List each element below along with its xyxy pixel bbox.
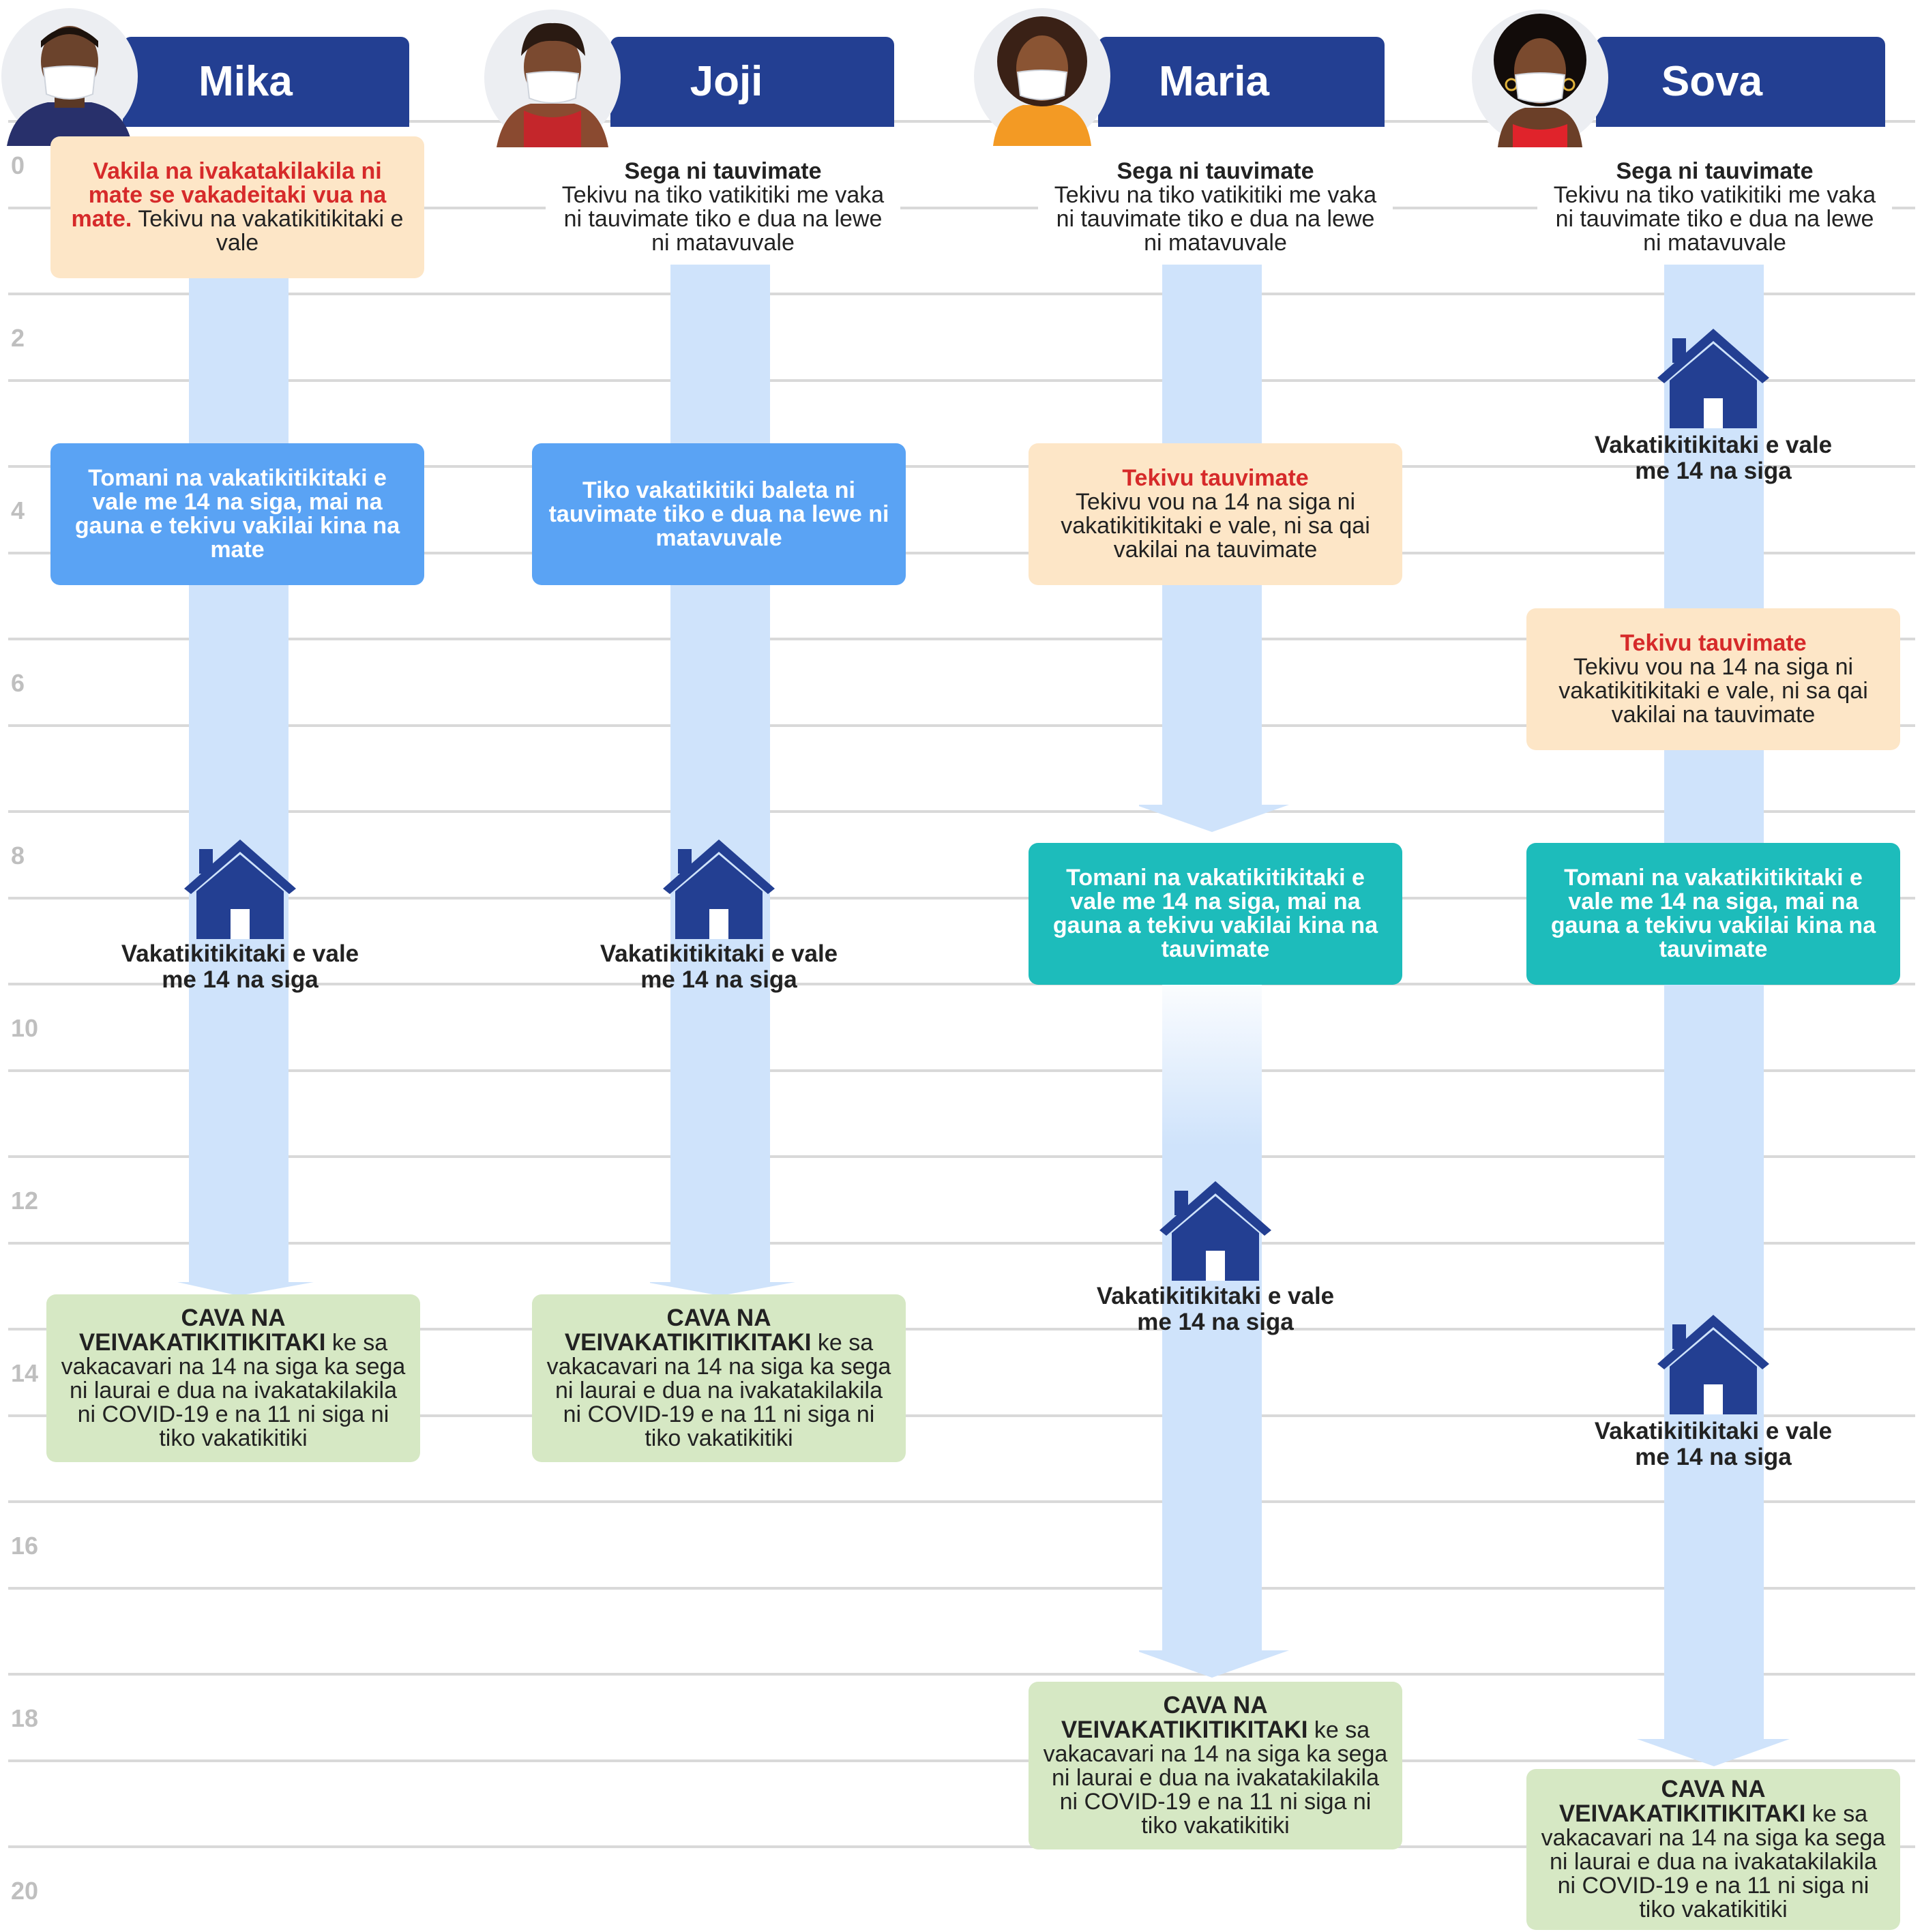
day-label: 14 <box>11 1359 39 1387</box>
house-icon <box>663 839 775 939</box>
timeline-arrow <box>177 273 314 1296</box>
timeline-arrow <box>650 246 795 1296</box>
box-text: Tekivu na tiko vatikitiki me vaka ni tau… <box>1054 182 1377 256</box>
day-label: 16 <box>11 1532 39 1560</box>
joji-quarantine-box: Tiko vakatikitiki baleta ni tauvimate ti… <box>532 443 906 585</box>
grid-line <box>8 1673 1915 1676</box>
box-text: Tekivu vou na 14 na siga ni vakatikitiki… <box>1558 654 1868 728</box>
box-text: Tomani na vakatikitikitaki e vale me 14 … <box>1052 865 1378 962</box>
grid-line <box>8 983 1915 985</box>
person-name: Mika <box>198 58 293 105</box>
maria-end-box: CAVA NA VEIVAKATIKITIKITAKI ke sa vakaca… <box>1029 1682 1402 1849</box>
header-maria: Maria <box>1098 37 1385 127</box>
box-text: Tomani na vakatikitikitaki e vale me 14 … <box>74 465 400 563</box>
status-title: Sega ni tauvimate <box>1117 158 1314 184</box>
grid-line <box>8 465 1915 468</box>
grid-line <box>8 1414 1915 1417</box>
day-label: 4 <box>11 496 25 524</box>
status-title: Sega ni tauvimate <box>624 158 822 184</box>
grid-line <box>8 810 1915 813</box>
day-label: 6 <box>11 669 25 697</box>
day-label: 18 <box>11 1704 39 1732</box>
grid-line <box>8 1845 1915 1848</box>
symptom-alert: Tekivu tauvimate <box>1122 465 1309 491</box>
person-avatar-icon <box>1472 10 1608 147</box>
grid-line <box>8 897 1915 900</box>
grid-line <box>8 1069 1915 1072</box>
day-label: 8 <box>11 842 25 870</box>
day-label: 2 <box>11 324 25 352</box>
box-text: Tekivu na tiko vatikitiki me vaka ni tau… <box>1553 182 1876 256</box>
joji-end-box: CAVA NA VEIVAKATIKITIKITAKI ke sa vakaca… <box>532 1294 906 1462</box>
maria-start-box: Sega ni tauvimate Tekivu na tiko vatikit… <box>1038 150 1393 265</box>
home-label: Vakatikitikitaki e vale me 14 na siga <box>1096 1283 1335 1335</box>
box-text: Tomani na vakatikitikitaki e vale me 14 … <box>1550 865 1876 962</box>
end-title: CAVA NA VEIVAKATIKITIKITAKI <box>1061 1692 1308 1743</box>
grid-line <box>8 379 1915 382</box>
house-icon <box>1657 329 1769 428</box>
sova-continue-box: Tomani na vakatikitikitaki e vale me 14 … <box>1526 843 1900 985</box>
grid-line <box>8 1155 1915 1158</box>
day-label: 12 <box>11 1187 39 1215</box>
box-text: Tiko vakatikitiki baleta ni tauvimate ti… <box>548 477 889 551</box>
sova-end-box: CAVA NA VEIVAKATIKITIKITAKI ke sa vakaca… <box>1526 1769 1900 1930</box>
maria-sick-box: Tekivu tauvimate Tekivu vou na 14 na sig… <box>1029 443 1402 585</box>
person-name: Maria <box>1159 58 1269 105</box>
grid-line <box>8 1587 1915 1590</box>
box-text: ke sa vakacavari na 14 na siga ka sega n… <box>61 1330 406 1451</box>
house-icon <box>1159 1181 1271 1281</box>
box-text: Tekivu vou na 14 na siga ni vakatikitiki… <box>1061 489 1370 563</box>
grid-line <box>8 207 1915 209</box>
grid-line <box>8 1500 1915 1503</box>
box-text: ke sa vakacavari na 14 na siga ka sega n… <box>1541 1801 1886 1922</box>
grid-line <box>8 724 1915 727</box>
day-label: 20 <box>11 1877 39 1905</box>
joji-start-box: Sega ni tauvimate Tekivu na tiko vatikit… <box>546 150 900 265</box>
grid-line <box>8 638 1915 640</box>
day-label: 10 <box>11 1014 39 1042</box>
day-label: 0 <box>11 151 25 179</box>
symptom-alert: Tekivu tauvimate <box>1620 630 1807 656</box>
mika-continue-box: Tomani na vakatikitikitaki e vale me 14 … <box>50 443 424 585</box>
box-text: Tekivu na vakatikitikitaki e vale <box>132 206 404 256</box>
home-label: Vakatikitikitaki e vale me 14 na siga <box>600 940 838 993</box>
symptom-alert: Vakila na ivakatakilakila ni mate se vak… <box>71 158 387 232</box>
mika-end-box: CAVA NA VEIVAKATIKITIKITAKI ke sa vakaca… <box>46 1294 420 1462</box>
header-mika: Mika <box>123 37 409 127</box>
house-icon <box>1657 1315 1769 1414</box>
box-text: Tekivu na tiko vatikitiki me vaka ni tau… <box>561 182 885 256</box>
home-label: Vakatikitikitaki e vale me 14 na siga <box>1594 432 1833 484</box>
grid-line <box>8 1328 1915 1331</box>
person-avatar-icon <box>974 8 1110 146</box>
grid-line <box>8 1759 1915 1762</box>
end-title: CAVA NA VEIVAKATIKITIKITAKI <box>564 1305 812 1356</box>
status-title: Sega ni tauvimate <box>1616 158 1814 184</box>
person-name: Joji <box>690 58 763 105</box>
box-text: ke sa vakacavari na 14 na siga ka sega n… <box>546 1330 891 1451</box>
box-text: ke sa vakacavari na 14 na siga ka sega n… <box>1043 1717 1388 1839</box>
grid-line <box>8 1242 1915 1245</box>
person-avatar-icon <box>484 10 621 147</box>
timeline-arrow <box>1139 968 1289 1678</box>
header-sova: Sova <box>1596 37 1885 127</box>
end-title: CAVA NA VEIVAKATIKITIKITAKI <box>1558 1776 1806 1827</box>
maria-continue-box: Tomani na vakatikitikitaki e vale me 14 … <box>1029 843 1402 985</box>
sova-start-box: Sega ni tauvimate Tekivu na tiko vatikit… <box>1537 150 1892 265</box>
grid-line <box>8 120 1915 123</box>
home-label: Vakatikitikitaki e vale me 14 na siga <box>121 940 359 993</box>
grid-line <box>8 552 1915 554</box>
end-title: CAVA NA VEIVAKATIKITIKITAKI <box>78 1305 326 1356</box>
home-label: Vakatikitikitaki e vale me 14 na siga <box>1594 1418 1833 1470</box>
header-joji: Joji <box>610 37 894 127</box>
grid-line <box>8 293 1915 295</box>
person-name: Sova <box>1661 58 1763 105</box>
person-avatar-icon <box>1 8 138 146</box>
sova-sick-box: Tekivu tauvimate Tekivu vou na 14 na sig… <box>1526 608 1900 750</box>
house-icon <box>184 839 296 939</box>
mika-start-box: Vakila na ivakatakilakila ni mate se vak… <box>50 136 424 278</box>
